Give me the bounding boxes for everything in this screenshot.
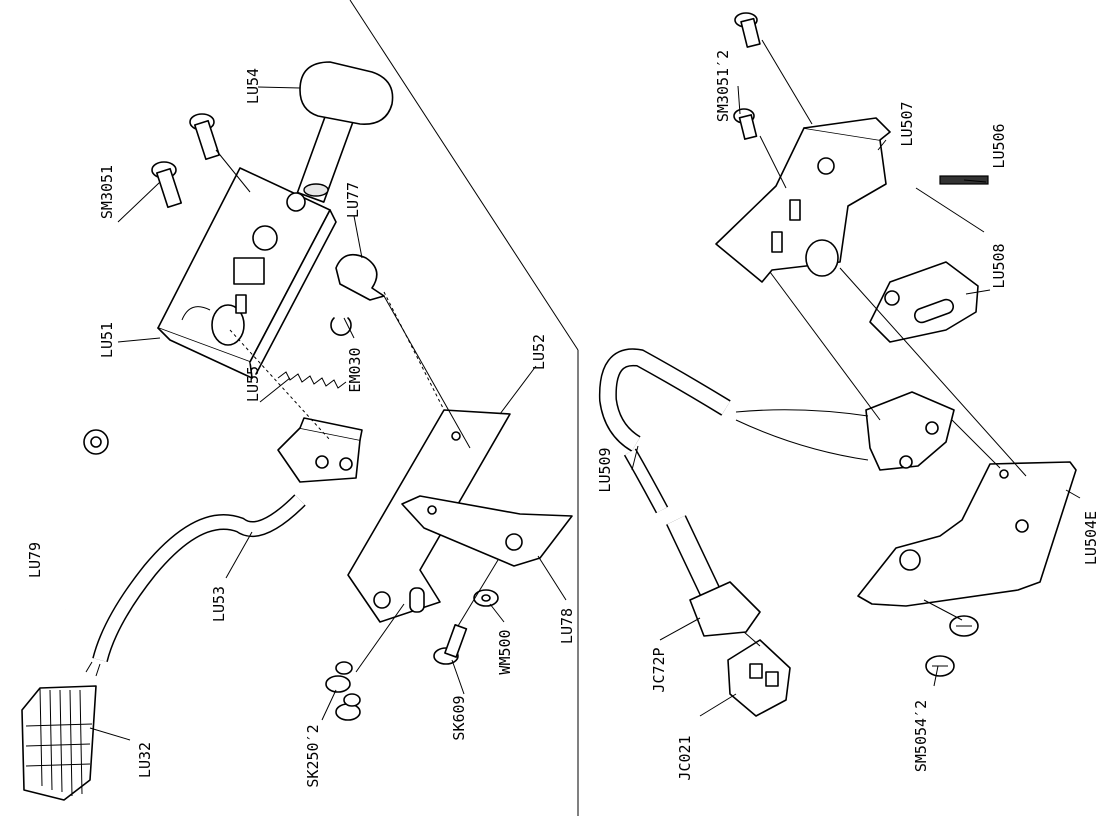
part-lu53-cable xyxy=(85,494,306,677)
part-lu77-clip xyxy=(335,253,385,301)
part-sm3051-screws xyxy=(151,113,221,209)
label-jc021: JC021 xyxy=(676,735,694,780)
part-sm3051-screws-right xyxy=(733,12,761,140)
label-lu507: LU507 xyxy=(898,101,916,146)
label-lu53: LU53 xyxy=(210,586,228,622)
part-sensor-unit xyxy=(865,391,955,471)
label-lu77: LU77 xyxy=(344,182,362,218)
label-em030: EM030 xyxy=(346,347,364,392)
part-wm500-washer xyxy=(473,589,499,607)
label-lu78: LU78 xyxy=(558,608,576,644)
part-microswitch xyxy=(277,417,363,483)
part-lu79-wire xyxy=(64,429,109,611)
part-lu508-latch xyxy=(869,261,979,343)
part-lu504e-plate xyxy=(857,461,1077,607)
label-lu504e: LU504E xyxy=(1082,511,1100,565)
label-sm3051x2: SM3051′2 xyxy=(714,50,732,122)
part-lu78-plate xyxy=(401,495,573,567)
label-lu54: LU54 xyxy=(244,68,262,104)
part-sk250-screws xyxy=(325,661,361,721)
label-lu508: LU508 xyxy=(990,243,1008,288)
label-lu52: LU52 xyxy=(530,334,548,370)
part-lu32-connector xyxy=(21,685,97,801)
part-lu507-block xyxy=(715,117,891,283)
label-lu506: LU506 xyxy=(990,123,1008,168)
label-sk609: SK609 xyxy=(450,695,468,740)
part-sm5054-screws xyxy=(925,615,979,677)
label-jc72p: JC72P xyxy=(650,647,668,692)
label-wm500: WM500 xyxy=(496,629,514,674)
labels: LU54 SM3051 LU51 LU77 LU55 EM030 LU52 LU… xyxy=(26,50,1100,788)
part-sk609-screw xyxy=(433,623,468,665)
label-sm5054x2: SM5054′2 xyxy=(912,700,930,772)
label-lu509: LU509 xyxy=(596,447,614,492)
label-lu79: LU79 xyxy=(26,542,44,578)
assembly-guides xyxy=(215,39,1027,673)
part-lu509-cable xyxy=(598,348,869,514)
part-jc72p-connector xyxy=(666,515,761,637)
label-sm3051: SM3051 xyxy=(98,165,116,219)
leader-lines xyxy=(89,85,1081,741)
label-lu51: LU51 xyxy=(98,322,116,358)
part-jc021-connector xyxy=(727,639,791,717)
label-lu32: LU32 xyxy=(136,742,154,778)
part-lu51-housing xyxy=(157,167,337,379)
part-lu54-knob xyxy=(296,61,394,203)
section-dividers xyxy=(349,0,579,816)
label-sk250x2: SK250′2 xyxy=(304,724,322,787)
label-lu55: LU55 xyxy=(244,366,262,402)
